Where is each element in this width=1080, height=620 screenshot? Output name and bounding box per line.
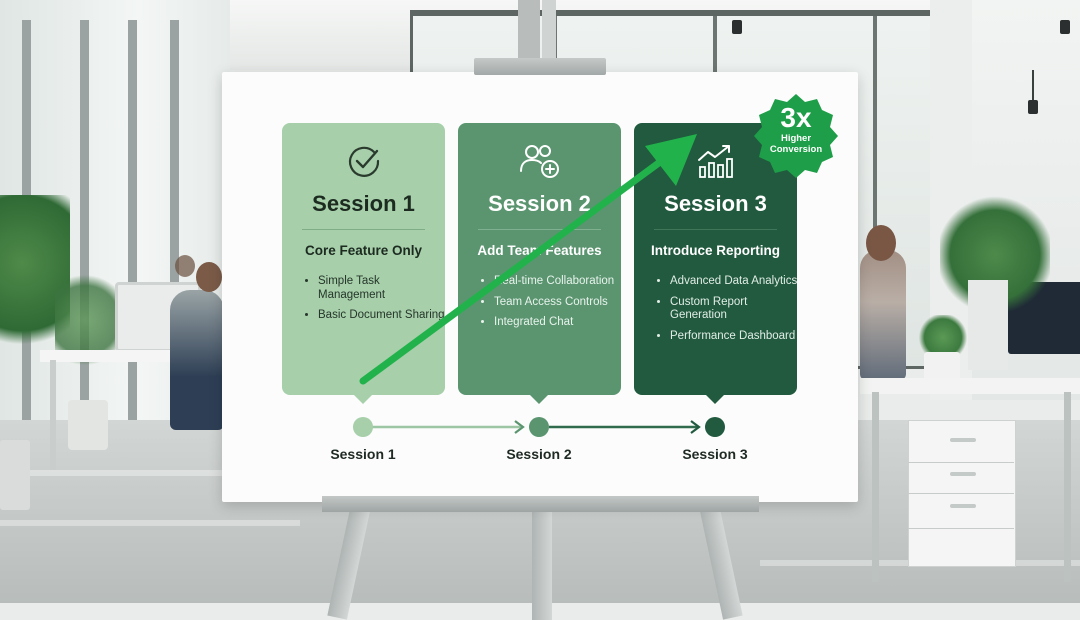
plant-pot	[0, 440, 30, 510]
card-subtitle: Add Team Features	[477, 243, 602, 258]
feature-list: Simple Task Management Basic Document Sh…	[304, 275, 448, 330]
card-divider	[302, 229, 425, 230]
plant-pot	[924, 352, 960, 382]
glass-frame	[873, 16, 877, 366]
person	[175, 255, 195, 277]
easel-ledge	[322, 496, 759, 512]
timeline-label-2: Session 2	[506, 446, 572, 462]
card-divider	[478, 229, 601, 230]
badge-value: 3x	[780, 102, 812, 133]
feature-item: Advanced Data Analytics	[670, 275, 800, 289]
session-2-card: Session 2 Add Team Features Real-time Co…	[458, 123, 621, 395]
plant-pot	[68, 400, 108, 450]
desk-leg	[1064, 392, 1071, 582]
easel-mast	[518, 0, 540, 68]
feature-item: Performance Dashboard	[670, 330, 800, 344]
window-mullion	[80, 20, 89, 460]
person-head	[866, 225, 896, 261]
drawer-handle	[950, 472, 976, 476]
conversion-badge: 3x Higher Conversion	[752, 102, 840, 156]
card-title: Session 1	[312, 191, 415, 216]
feature-list: Real-time Collaboration Team Access Cont…	[480, 275, 624, 337]
floor-reflection	[0, 520, 300, 526]
cabinet-drawer	[908, 528, 1014, 529]
session-1-card: Session 1 Core Feature Only Simple Task …	[282, 123, 445, 395]
feature-item: Custom Report Generation	[670, 296, 800, 323]
drawer-handle	[950, 504, 976, 508]
desk-leg	[872, 392, 879, 582]
feature-item: Team Access Controls	[494, 296, 624, 310]
card-title: Session 3	[664, 191, 767, 216]
drawer-handle	[950, 438, 976, 442]
feature-item: Integrated Chat	[494, 316, 624, 330]
easel-leg	[532, 510, 552, 620]
check-circle-icon	[282, 141, 445, 181]
feature-list: Advanced Data Analytics Custom Report Ge…	[656, 275, 800, 350]
badge-label-line-1: Higher	[780, 133, 812, 144]
easel-mast	[542, 0, 556, 68]
card-subtitle: Core Feature Only	[304, 243, 423, 258]
floor-reflection	[0, 470, 330, 476]
cabinet-drawer	[908, 493, 1014, 494]
person	[860, 250, 906, 380]
person	[170, 290, 224, 430]
badge-label-line-2: Conversion	[769, 144, 823, 155]
lamp-cord	[1032, 70, 1034, 100]
ceiling-lamp	[1060, 20, 1070, 34]
window-mullion	[170, 20, 179, 460]
card-divider	[654, 229, 777, 230]
desk	[860, 378, 1080, 394]
card-subtitle: Introduce Reporting	[651, 243, 780, 258]
ceiling-lamp	[732, 20, 742, 34]
easel-clamp	[474, 58, 606, 75]
conversion-badge-icon	[754, 94, 838, 178]
feature-item: Real-time Collaboration	[494, 275, 624, 289]
growth-chart-icon	[634, 141, 797, 181]
cabinet-drawer	[908, 462, 1014, 463]
person-head	[196, 262, 222, 292]
card-title: Session 2	[488, 191, 591, 216]
add-users-icon	[458, 141, 621, 181]
feature-item: Basic Document Sharing	[318, 309, 448, 323]
desk-leg	[50, 360, 56, 470]
feature-item: Simple Task Management	[318, 275, 448, 302]
timeline-label-1: Session 1	[330, 446, 396, 462]
window-mullion	[128, 20, 137, 460]
ceiling-lamp	[1028, 100, 1038, 114]
plant-pot	[968, 280, 1008, 370]
timeline-label-3: Session 3	[682, 446, 748, 462]
